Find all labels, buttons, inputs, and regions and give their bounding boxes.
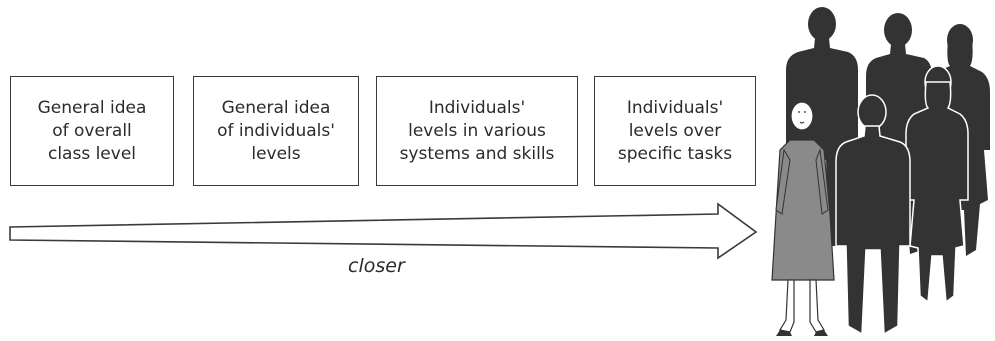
woman-silhouette-icon xyxy=(905,65,969,304)
closer-arrow xyxy=(9,202,758,260)
stage-box-label: Individuals' levels over specific tasks xyxy=(617,97,733,164)
stage-box-specific-tasks: Individuals' levels over specific tasks xyxy=(594,76,756,186)
stage-box-individuals-general: General idea of individuals' levels xyxy=(193,76,359,186)
stage-box-label: General idea of individuals' levels xyxy=(217,97,335,164)
stage-box-label: General idea of overall class level xyxy=(37,97,147,164)
stage-box-overall-class: General idea of overall class level xyxy=(10,76,174,186)
arrow-caption: closer xyxy=(348,255,405,277)
people-silhouettes-icon xyxy=(771,7,990,336)
woman-figure-icon xyxy=(771,93,835,336)
stage-box-systems-skills: Individuals' levels in various systems a… xyxy=(376,76,578,186)
stage-box-label: Individuals' levels in various systems a… xyxy=(399,97,555,164)
man-silhouette-icon xyxy=(835,94,911,336)
